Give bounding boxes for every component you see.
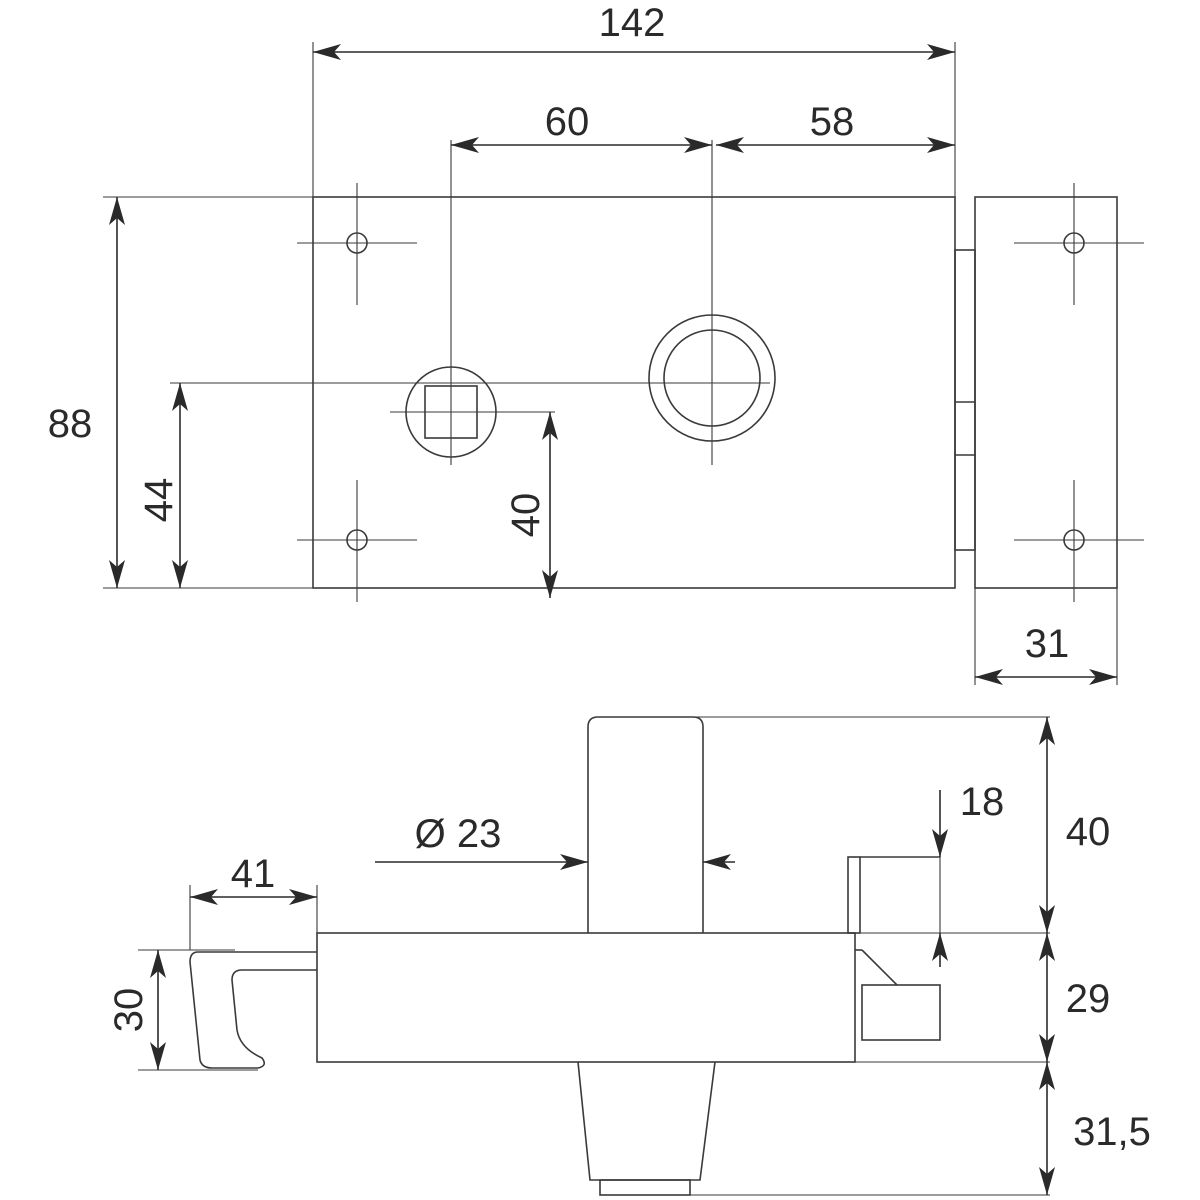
label-41: 41: [231, 852, 276, 896]
hinge-strip: [954, 249, 976, 551]
screw-hole-icon: [1014, 480, 1144, 602]
label-30: 30: [107, 988, 151, 1033]
label-60: 60: [545, 100, 590, 144]
cylinder-cap: [599, 1179, 691, 1196]
lock-body-outline: [312, 196, 956, 589]
screw-hole-icon: [297, 480, 417, 602]
label-40-side: 40: [1066, 810, 1111, 854]
cylinder-top: [587, 716, 704, 933]
side-view: Ø 23 41 30 18 40 29 31,5: [107, 716, 1151, 1196]
label-44: 44: [137, 478, 181, 523]
label-88: 88: [48, 402, 93, 446]
label-31: 31: [1025, 622, 1070, 666]
keeper-plate-outline: [974, 196, 1118, 589]
front-view: 142 60 58 88 44 40 31: [48, 1, 1144, 685]
screw-hole-icon: [297, 183, 417, 305]
label-diameter-23: Ø 23: [415, 812, 502, 856]
hook-keeper: [189, 951, 317, 1069]
label-18: 18: [960, 780, 1005, 824]
screw-hole-icon: [1014, 183, 1144, 305]
label-142: 142: [599, 1, 666, 45]
label-40: 40: [504, 493, 548, 538]
label-31-5: 31,5: [1073, 1110, 1151, 1154]
cylinder-bottom: [577, 1061, 716, 1181]
lock-body-side: [316, 932, 856, 1063]
bolt: [847, 856, 941, 1041]
label-58: 58: [810, 100, 855, 144]
label-29: 29: [1066, 977, 1111, 1021]
